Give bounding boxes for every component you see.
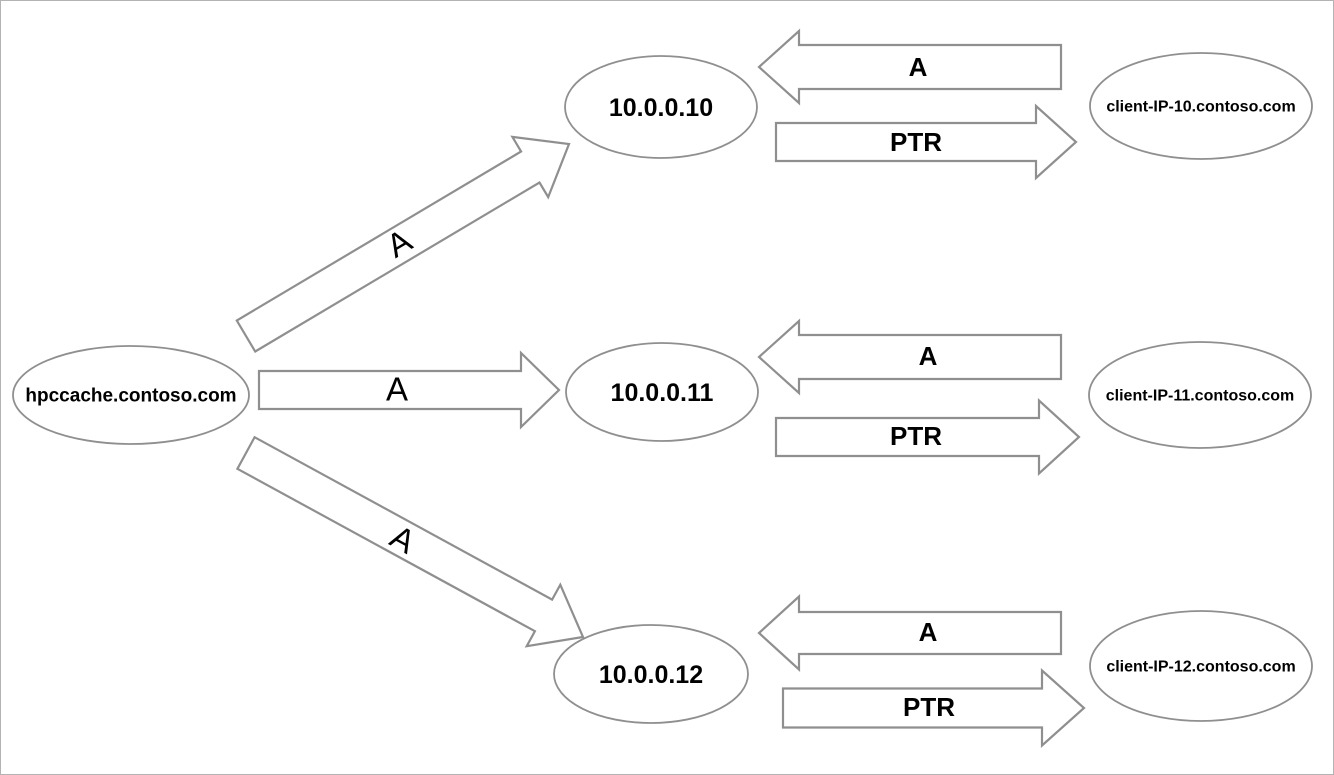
arrow-label: A [919, 341, 938, 371]
arrow-a-client10-to-ip10: A [757, 28, 1063, 106]
arrow-label: PTR [890, 421, 942, 451]
node-label: hpccache.contoso.com [25, 386, 236, 407]
arrow-a-source-to-ip12: A [235, 435, 585, 648]
arrow-shape [235, 435, 585, 648]
arrow-ptr-ip11-to-client11: PTR [774, 398, 1081, 476]
node-ellipse [565, 342, 759, 442]
arrow-label: A [909, 52, 928, 82]
node-label: 10.0.0.12 [599, 661, 703, 689]
node-client12: client-IP-12.contoso.com [1089, 610, 1313, 722]
arrow-shape [757, 594, 1063, 672]
node-label: 10.0.0.10 [609, 94, 713, 122]
node-ellipse [1088, 341, 1312, 449]
node-label: client-IP-10.contoso.com [1106, 99, 1295, 116]
arrow-a-client11-to-ip11: A [757, 318, 1063, 396]
node-ip11: 10.0.0.11 [565, 342, 759, 442]
arrow-shape [774, 103, 1078, 181]
arrow-a-client12-to-ip12: A [757, 594, 1063, 672]
node-ellipse [1089, 52, 1313, 160]
arrow-label: A [919, 617, 938, 647]
arrow-a-source-to-ip11: A [257, 350, 561, 430]
node-ip10: 10.0.0.10 [564, 55, 758, 159]
node-ellipse [553, 624, 749, 724]
arrow-label: PTR [890, 127, 942, 157]
arrow-shape [235, 135, 571, 354]
arrow-shape [257, 350, 561, 430]
node-ellipse [12, 345, 250, 445]
arrow-label: A [386, 371, 408, 408]
node-client11: client-IP-11.contoso.com [1088, 341, 1312, 449]
node-label: client-IP-11.contoso.com [1106, 388, 1294, 405]
arrow-shape [757, 318, 1063, 396]
arrow-shape [781, 668, 1086, 748]
arrow-shape [757, 28, 1063, 106]
node-client10: client-IP-10.contoso.com [1089, 52, 1313, 160]
arrow-ptr-ip12-to-client12: PTR [781, 668, 1086, 748]
node-ip12: 10.0.0.12 [553, 624, 749, 724]
arrow-label: PTR [903, 692, 955, 722]
node-label: client-IP-12.contoso.com [1106, 659, 1295, 676]
node-ellipse [564, 55, 758, 159]
node-label: 10.0.0.11 [611, 379, 714, 407]
node-ellipse [1089, 610, 1313, 722]
arrow-a-source-to-ip10: A [235, 135, 571, 354]
arrow-shape [774, 398, 1081, 476]
arrow-ptr-ip10-to-client10: PTR [774, 103, 1078, 181]
node-hpccache: hpccache.contoso.com [12, 345, 250, 445]
